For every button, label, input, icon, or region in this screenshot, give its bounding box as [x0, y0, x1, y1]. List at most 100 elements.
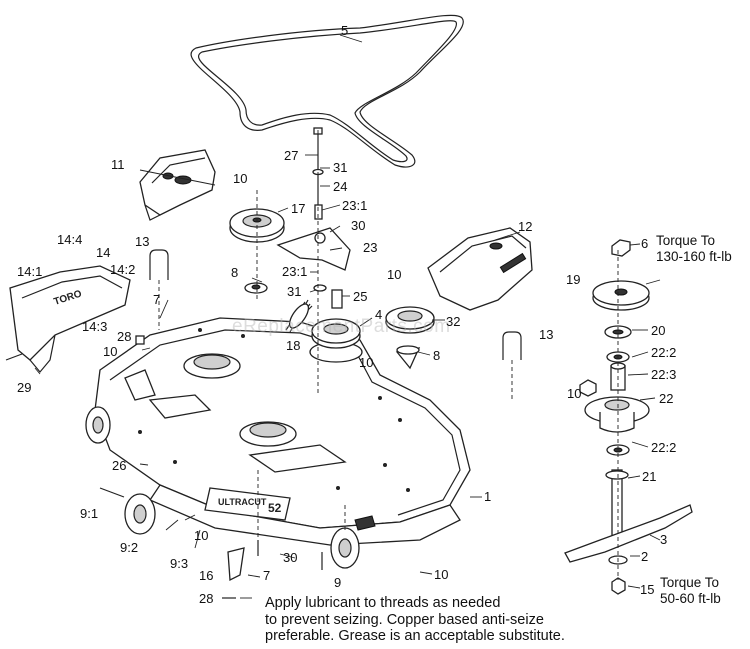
callout-28-top: 28 [117, 329, 132, 344]
callout-21: 21 [642, 469, 657, 484]
bolt-part-29 [5, 353, 23, 361]
callout-22: 22 [659, 391, 674, 406]
belt-cover-part-11 [139, 149, 216, 221]
caster-wheel-part-9-2 [124, 493, 156, 535]
callout-3: 3 [660, 532, 668, 547]
callout-31-mid: 31 [287, 284, 302, 299]
callout-31-top: 31 [333, 160, 348, 175]
spacer-part-8-left [244, 282, 268, 294]
callout-17: 17 [291, 201, 306, 216]
callout-15: 15 [640, 582, 655, 597]
spacer-part-8-right [395, 345, 421, 370]
callout-30-bottom: 30 [283, 550, 298, 565]
discharge-cover-part-14: TORO [9, 265, 131, 373]
spindle-shaft-part-21 [605, 469, 629, 541]
lubricant-note-line1: Apply lubricant to threads as needed [265, 595, 501, 611]
callout-10-bottom: 10 [434, 567, 449, 582]
callout-16: 16 [199, 568, 214, 583]
watermark: eReplacementParts.com [232, 316, 451, 337]
hardware-part-28-top [135, 335, 145, 345]
callout-32: 32 [446, 314, 461, 329]
bolt-part-15 [611, 577, 626, 595]
pulley-part-19 [592, 280, 650, 311]
deck-roller-left [85, 406, 111, 444]
spring-part-18 [285, 299, 313, 333]
lubricant-note-line3: preferable. Grease is an acceptable subs… [265, 628, 565, 645]
callout-23-1-top: 23:1 [342, 198, 368, 213]
callout-8-left: 8 [231, 265, 239, 280]
callout-14-4: 14:4 [57, 232, 83, 247]
callout-25: 25 [353, 289, 368, 304]
callout-9-3: 9:3 [170, 556, 189, 571]
j-bolt-part-13-right [502, 331, 522, 360]
callout-22-3: 22:3 [651, 367, 677, 382]
lubricant-note: Apply lubricant to threads as needed to … [265, 595, 565, 645]
callout-7-bottom: 7 [263, 568, 271, 583]
callout-19: 19 [566, 272, 581, 287]
callout-10-spindle: 10 [567, 386, 582, 401]
nut-part-6 [611, 239, 631, 257]
callout-5: 5 [341, 23, 349, 38]
callout-20: 20 [651, 323, 666, 338]
torque-note-top: Torque To 130-160 ft-lb [656, 233, 732, 265]
deck-logo-brand: ULTRACUT [218, 497, 267, 507]
deck-logo-plate: ULTRACUT 52 [204, 487, 291, 521]
callout-14-2: 14:2 [110, 262, 136, 277]
callout-10-left: 10 [103, 344, 118, 359]
idler-arm-part-23 [276, 227, 351, 271]
callout-23: 23 [363, 240, 378, 255]
callout-28-bottom: 28 [199, 591, 214, 606]
spindle-housing-part-22 [584, 396, 650, 433]
callout-23-1-mid: 23:1 [282, 264, 308, 279]
callout-22-2-top: 22:2 [651, 345, 677, 360]
callout-14-3: 14:3 [82, 319, 108, 334]
callout-12: 12 [518, 219, 533, 234]
bracket-part-16 [227, 547, 245, 582]
lubricant-note-line2: to prevent seizing. Copper based anti-se… [265, 611, 544, 628]
callout-22-2-bottom: 22:2 [651, 440, 677, 455]
torque-bottom-line2: 50-60 ft-lb [660, 591, 721, 607]
callout-14-1: 14:1 [17, 264, 43, 279]
callout-24: 24 [333, 179, 348, 194]
torque-bottom-line1: Torque To [660, 575, 720, 590]
belt-part-5 [190, 14, 464, 168]
callout-29: 29 [17, 380, 32, 395]
j-bolt-part-13-left [149, 249, 169, 280]
callout-9-1: 9:1 [80, 506, 99, 521]
callout-1: 1 [484, 489, 492, 504]
deck-logo-size: 52 [268, 501, 282, 515]
callout-13-right: 13 [539, 327, 554, 342]
idler-pulley-part-4 [311, 318, 361, 349]
callout-26: 26 [112, 458, 127, 473]
callout-6: 6 [641, 236, 649, 251]
callout-7-top: 7 [153, 292, 161, 307]
callout-30-top: 30 [351, 218, 366, 233]
bolt-part-9-1 [99, 487, 125, 498]
mower-deck-part-1: ULTRACUT 52 [94, 317, 471, 546]
idler-pulley-part-32 [385, 306, 435, 334]
callout-18: 18 [286, 338, 301, 353]
torque-top-line2: 130-160 ft-lb [656, 249, 732, 265]
dashed-guides [158, 130, 513, 540]
callout-4: 4 [375, 307, 383, 322]
callout-27: 27 [284, 148, 299, 163]
callout-11: 11 [111, 157, 125, 172]
callout-10-top: 10 [233, 171, 248, 186]
callout-10-lower: 10 [194, 528, 209, 543]
spacer-part-25 [331, 289, 343, 309]
caster-wheel-part-9 [330, 527, 360, 569]
torque-top-line1: Torque To [656, 233, 716, 248]
bolt-part-30-bottom [257, 540, 323, 570]
callout-2: 2 [641, 549, 649, 564]
callout-10-center: 10 [359, 355, 374, 370]
callout-8-right: 8 [433, 348, 441, 363]
callout-10-mid: 10 [387, 267, 402, 282]
belt-cover-part-12 [427, 227, 533, 311]
callout-9: 9 [334, 575, 342, 590]
torque-note-bottom: Torque To 50-60 ft-lb [660, 575, 721, 607]
blade-part-3 [564, 504, 693, 563]
washer-part-31 [313, 284, 327, 292]
leader-lines [34, 34, 661, 599]
callout-14: 14 [96, 245, 111, 260]
